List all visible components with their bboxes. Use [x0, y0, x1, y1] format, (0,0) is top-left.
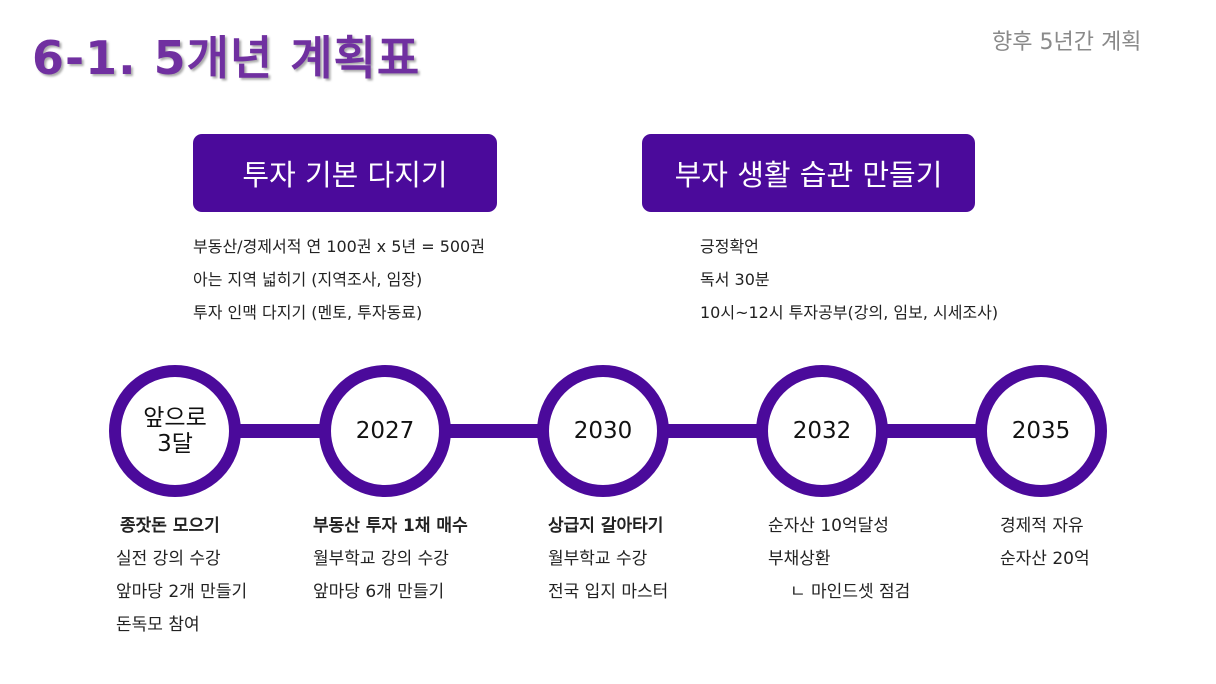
- page-subtitle: 향후 5년간 계획: [992, 30, 1142, 55]
- milestone-circle-2035: 2035: [975, 365, 1107, 497]
- milestone-label: 3달: [157, 431, 193, 457]
- milestone-circle-2032: 2032: [756, 365, 888, 497]
- list-item: 월부학교 강의 수강: [313, 549, 449, 569]
- list-item: 투자 인맥 다지기 (멘토, 투자동료): [193, 303, 423, 322]
- list-item: 앞마당 2개 만들기: [116, 582, 248, 602]
- habits-list: 긍정확언 독서 30분 10시~12시 투자공부(강의, 임보, 시세조사): [700, 230, 998, 329]
- milestone-circle-2030: 2030: [537, 365, 669, 497]
- milestone-details-2035: 경제적 자유 순자산 20억: [1000, 510, 1090, 576]
- milestone-circle-2027: 2027: [319, 365, 451, 497]
- milestone-label: 앞으로: [143, 405, 207, 431]
- list-item: 부채상환: [768, 549, 831, 569]
- list-item: 독서 30분: [700, 270, 770, 289]
- header-box-investment-basics: 투자 기본 다지기: [193, 134, 497, 212]
- list-item: 순자산 10억달성: [768, 516, 889, 536]
- milestone-details-3-months: 종잣돈 모으기 실전 강의 수강 앞마당 2개 만들기 돈독모 참여: [116, 510, 247, 642]
- list-item: 경제적 자유: [1000, 516, 1084, 536]
- investment-basics-list: 부동산/경제서적 연 100권 x 5년 = 500권 아는 지역 넓히기 (지…: [193, 230, 485, 329]
- list-item: 전국 입지 마스터: [548, 582, 669, 602]
- list-item: 월부학교 수강: [548, 549, 648, 569]
- milestone-details-2027: 부동산 투자 1채 매수 월부학교 강의 수강 앞마당 6개 만들기: [313, 510, 468, 609]
- list-item: 앞마당 6개 만들기: [313, 582, 445, 602]
- milestone-heading: 종잣돈 모으기: [120, 516, 220, 536]
- list-item: 부동산/경제서적 연 100권 x 5년 = 500권: [193, 237, 485, 256]
- list-item: 긍정확언: [700, 237, 759, 256]
- list-item: 10시~12시 투자공부(강의, 임보, 시세조사): [700, 303, 999, 322]
- list-item: ㄴ 마인드셋 점검: [790, 582, 911, 602]
- milestone-details-2030: 상급지 갈아타기 월부학교 수강 전국 입지 마스터: [548, 510, 668, 609]
- milestone-heading: 부동산 투자 1채 매수: [313, 516, 468, 536]
- list-item: 순자산 20억: [1000, 549, 1090, 569]
- page-title: 6-1. 5개년 계획표: [32, 31, 421, 85]
- list-item: 돈독모 참여: [116, 615, 200, 635]
- list-item: 아는 지역 넓히기 (지역조사, 임장): [193, 270, 423, 289]
- list-item: 실전 강의 수강: [116, 549, 221, 569]
- header-box-habits: 부자 생활 습관 만들기: [642, 134, 975, 212]
- milestone-heading: 상급지 갈아타기: [548, 516, 664, 536]
- milestone-details-2032: 순자산 10억달성 부채상환 ㄴ 마인드셋 점검: [768, 510, 910, 609]
